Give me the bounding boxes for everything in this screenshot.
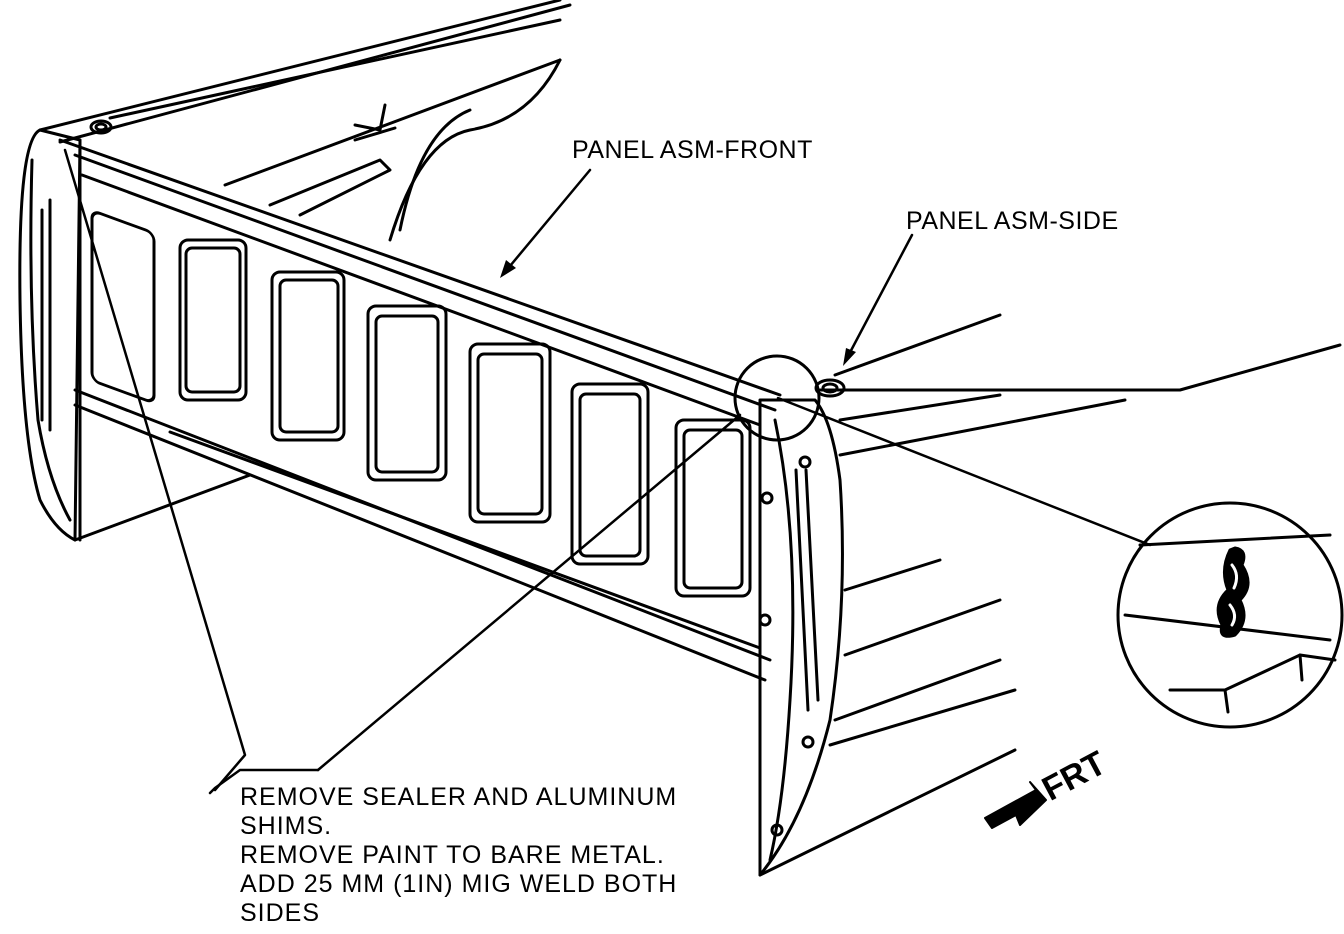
right-side-post bbox=[758, 378, 846, 877]
front-panel bbox=[58, 138, 782, 682]
weld-detail-inset bbox=[1116, 501, 1344, 729]
arrowheads bbox=[500, 260, 856, 366]
front-direction-arrow-icon bbox=[984, 781, 1047, 829]
corner-detail-circle bbox=[733, 354, 821, 442]
note-line: SIDES bbox=[240, 899, 321, 927]
weld-instructions-note: REMOVE SEALER AND ALUMINUM SHIMS. REMOVE… bbox=[240, 783, 677, 928]
panel-asm-front-label: PANEL ASM-FRONT bbox=[572, 136, 813, 164]
note-line: REMOVE PAINT TO BARE METAL. bbox=[240, 841, 665, 869]
note-line: REMOVE SEALER AND ALUMINUM bbox=[240, 783, 678, 811]
note-line: SHIMS. bbox=[240, 812, 333, 840]
panel-recesses bbox=[90, 211, 752, 598]
bed-frame-lines bbox=[38, 0, 1342, 877]
note-line: ADD 25 MM (1IN) MIG WELD BOTH bbox=[240, 870, 678, 898]
panel-asm-side-label: PANEL ASM-SIDE bbox=[906, 207, 1119, 235]
leader-lines bbox=[63, 148, 1152, 795]
left-side-post bbox=[18, 119, 113, 542]
